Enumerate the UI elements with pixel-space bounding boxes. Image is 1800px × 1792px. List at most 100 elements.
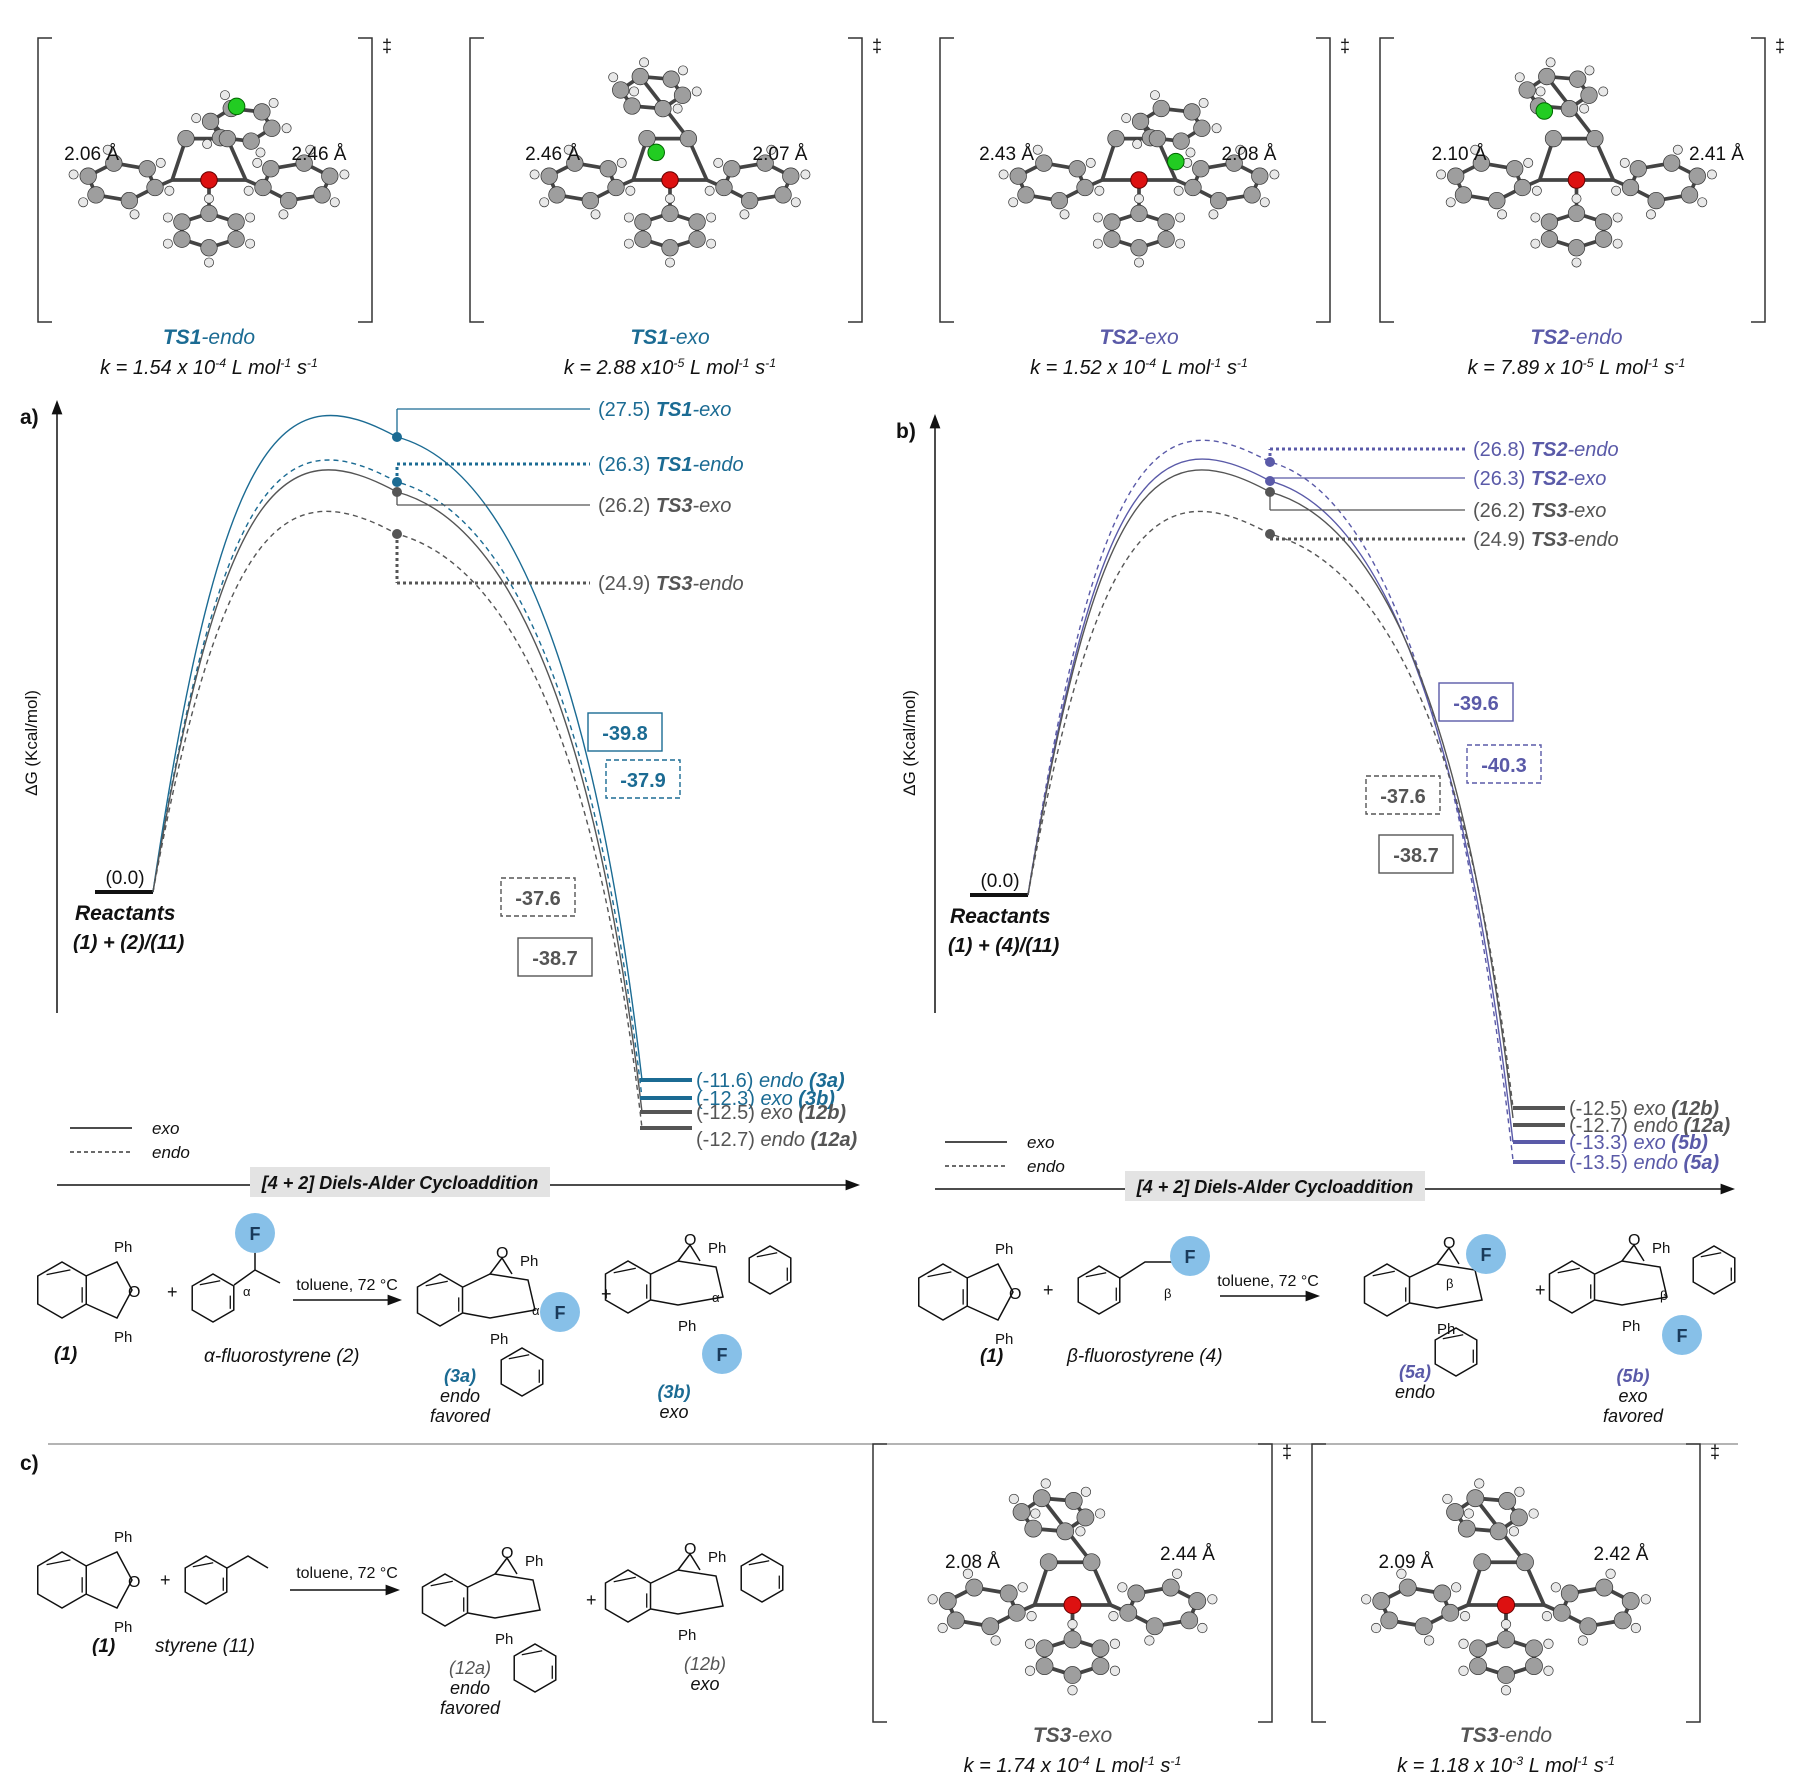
- double-bond: [508, 1354, 530, 1360]
- hydrogen-atom: [1523, 157, 1534, 168]
- distance-label: 2.41 Å: [1689, 144, 1744, 165]
- carbon-atom: [218, 129, 237, 148]
- carbon-atom: [1180, 1611, 1199, 1630]
- hydrogen-atom: [155, 157, 166, 168]
- phenyl-label: Ph: [114, 1329, 132, 1346]
- legend-endo: endo: [1027, 1157, 1065, 1176]
- carbon-atom: [662, 70, 680, 88]
- hydrogen-atom: [102, 144, 113, 155]
- hydrogen-atom: [1474, 1478, 1485, 1489]
- reaction-energy: -38.7: [532, 948, 578, 970]
- double-bond: [613, 1576, 636, 1583]
- double-bond: [1085, 1272, 1107, 1278]
- superscript: -1: [1210, 356, 1221, 370]
- oxygen-symbol: O: [684, 1232, 696, 1249]
- oxygen-symbol: O: [1628, 1232, 1640, 1249]
- fluorine-atom: [227, 97, 246, 116]
- hydrogen-atom: [1442, 1493, 1453, 1505]
- furan-ring: [85, 1551, 133, 1609]
- carbon-atom: [1012, 1503, 1031, 1521]
- oxygen-atom: [1130, 171, 1148, 189]
- legend-endo: endo: [152, 1143, 190, 1162]
- carbon-atom: [741, 191, 759, 210]
- hydrogen-atom: [713, 157, 724, 168]
- carbon-atom: [1131, 112, 1150, 131]
- hydrogen-atom: [1543, 1665, 1554, 1676]
- hydrogen-atom: [704, 185, 715, 196]
- rate-text: s: [1221, 357, 1237, 379]
- ts-name-bold: TS2: [1531, 468, 1568, 490]
- compound-label: (3b): [658, 1382, 691, 1402]
- hydrogen-atom: [529, 169, 540, 180]
- carbon-atom: [1540, 213, 1559, 231]
- hydrogen-atom: [1530, 212, 1541, 223]
- distance-label: 2.08 Å: [945, 1552, 1000, 1573]
- carbon-atom: [581, 191, 599, 210]
- rate-text: s: [291, 357, 307, 379]
- ts-bracket-left: [37, 37, 52, 323]
- carbon-atom: [1210, 191, 1228, 210]
- rate-constant: k = 1.52 x 10-4 L mol-1 s-1: [1030, 356, 1248, 379]
- fluorine-highlight: [540, 1292, 580, 1332]
- oxygen-symbol: O: [128, 1284, 140, 1301]
- product-label: (-11.6) endo (3a): [696, 1070, 845, 1092]
- hydrogen-atom: [1361, 1594, 1372, 1605]
- phenyl-label: Ph: [1437, 1321, 1455, 1338]
- superscript: -4: [1145, 356, 1156, 370]
- hydrogen-atom: [691, 86, 702, 97]
- oxygen-symbol: O: [128, 1574, 140, 1591]
- hydrogen-atom: [1543, 1638, 1554, 1649]
- carbon-atom: [661, 204, 679, 223]
- carbon-atom: [1017, 186, 1035, 204]
- hydrogen-atom: [1611, 185, 1622, 196]
- hydrogen-atom: [1672, 144, 1683, 155]
- ts-name-bold: TS3: [1033, 1724, 1072, 1747]
- panel-label: b): [896, 420, 916, 443]
- phenyl-label: Ph: [708, 1240, 726, 1257]
- ts-bracket-right: [1751, 37, 1766, 323]
- carbon-atom: [321, 167, 339, 185]
- styrene-ring: [184, 1555, 228, 1605]
- ts-energy: (26.8): [1473, 439, 1531, 461]
- rate-text: L mol: [1090, 1755, 1145, 1777]
- ts-bracket-left: [939, 37, 954, 323]
- compound-label: (12a): [449, 1658, 491, 1678]
- reaction-arrow-head: [387, 1294, 402, 1306]
- ts-name-suffix: -endo: [693, 573, 744, 595]
- ts-energy: (26.2): [1473, 500, 1531, 522]
- furan-ring: [966, 1263, 1014, 1321]
- hydrogen-atom: [329, 197, 340, 208]
- hydrogen-atom: [625, 185, 636, 196]
- hydrogen-atom: [1171, 1568, 1183, 1579]
- hydrogen-atom: [1470, 144, 1481, 155]
- carbon-atom: [313, 186, 331, 204]
- rate-text: L mol: [1156, 357, 1211, 379]
- hydrogen-atom: [1451, 1582, 1462, 1593]
- distance-label: 2.42 Å: [1594, 1544, 1649, 1565]
- hydrogen-atom: [790, 197, 801, 208]
- ts-energy: (26.3): [598, 454, 656, 476]
- reaction-energy: -39.8: [602, 723, 648, 745]
- superscript: -1: [307, 356, 318, 370]
- energy-curve: [152, 459, 643, 1099]
- superscript: -1: [1144, 1754, 1155, 1768]
- fluorine-symbol: F: [250, 1224, 261, 1244]
- carbon-atom: [1091, 1657, 1110, 1676]
- hydrogen-atom: [1514, 72, 1525, 83]
- hydrogen-atom: [1080, 1486, 1092, 1497]
- conditions: toluene, 72 °C: [296, 1277, 398, 1294]
- phenyl-label: Ph: [114, 1529, 132, 1546]
- fluorine-highlight: [1662, 1315, 1702, 1355]
- hydrogen-atom: [202, 139, 213, 149]
- rate-text: k = 7.89 x 10: [1468, 357, 1583, 379]
- double-bond: [521, 1650, 543, 1656]
- carbon-atom: [200, 239, 218, 257]
- carbon-atom: [201, 112, 220, 131]
- ts-name-suffix: -exo: [1138, 326, 1179, 349]
- product-energy: (-12.7): [1569, 1115, 1633, 1137]
- phenyl-label: Ph: [995, 1331, 1013, 1348]
- hydrogen-atom: [1235, 144, 1246, 155]
- product-stereo: endo: [760, 1129, 810, 1151]
- beta-symbol: β: [1660, 1288, 1667, 1303]
- hydrogen-atom: [1396, 1568, 1407, 1579]
